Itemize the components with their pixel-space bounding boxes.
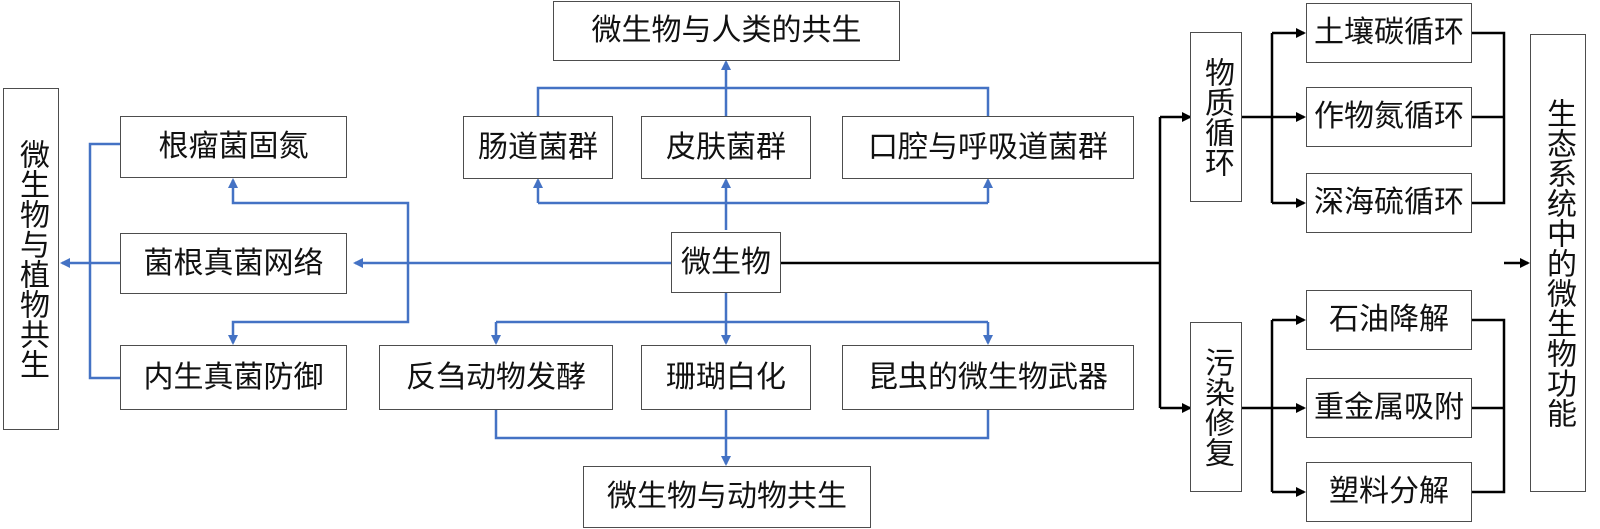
plant-symbiosis-title: 微生物与植物共生	[3, 88, 59, 430]
human-group-gut: 肠道菌群	[463, 116, 613, 179]
cycle-item-crop-nitrogen: 作物氮循环	[1306, 87, 1472, 147]
animal-symbiosis-title: 微生物与动物共生	[583, 466, 871, 528]
human-group-oral-respiratory: 口腔与呼吸道菌群	[842, 116, 1134, 179]
cycle-item-deepsea-sulfur: 深海硫循环	[1306, 173, 1472, 233]
cycle-category: 物质循环	[1190, 32, 1242, 202]
human-group-skin: 皮肤菌群	[641, 116, 811, 179]
remediation-item-plastic: 塑料分解	[1306, 462, 1472, 522]
cycle-item-soil-carbon: 土壤碳循环	[1306, 3, 1472, 63]
ecosystem-branch-lines	[781, 28, 1530, 497]
animal-group-ruminant: 反刍动物发酵	[379, 345, 613, 410]
remediation-item-heavy-metal: 重金属吸附	[1306, 378, 1472, 438]
animal-branch-lines	[491, 293, 993, 466]
ecosystem-function-title: 生态系统中的微生物功能	[1530, 34, 1586, 492]
center-node: 微生物	[671, 232, 781, 293]
animal-group-insect: 昆虫的微生物武器	[842, 345, 1134, 410]
human-branch-lines	[533, 60, 993, 230]
plant-group-mycorrhiza: 菌根真菌网络	[120, 233, 347, 294]
remediation-category: 污染修复	[1190, 322, 1242, 492]
plant-branch-lines	[60, 142, 671, 380]
animal-group-coral: 珊瑚白化	[641, 345, 811, 410]
human-symbiosis-title: 微生物与人类的共生	[553, 1, 900, 61]
plant-group-rhizobia: 根瘤菌固氮	[120, 116, 347, 178]
remediation-item-oil: 石油降解	[1306, 290, 1472, 350]
plant-group-endophyte: 内生真菌防御	[120, 345, 347, 410]
